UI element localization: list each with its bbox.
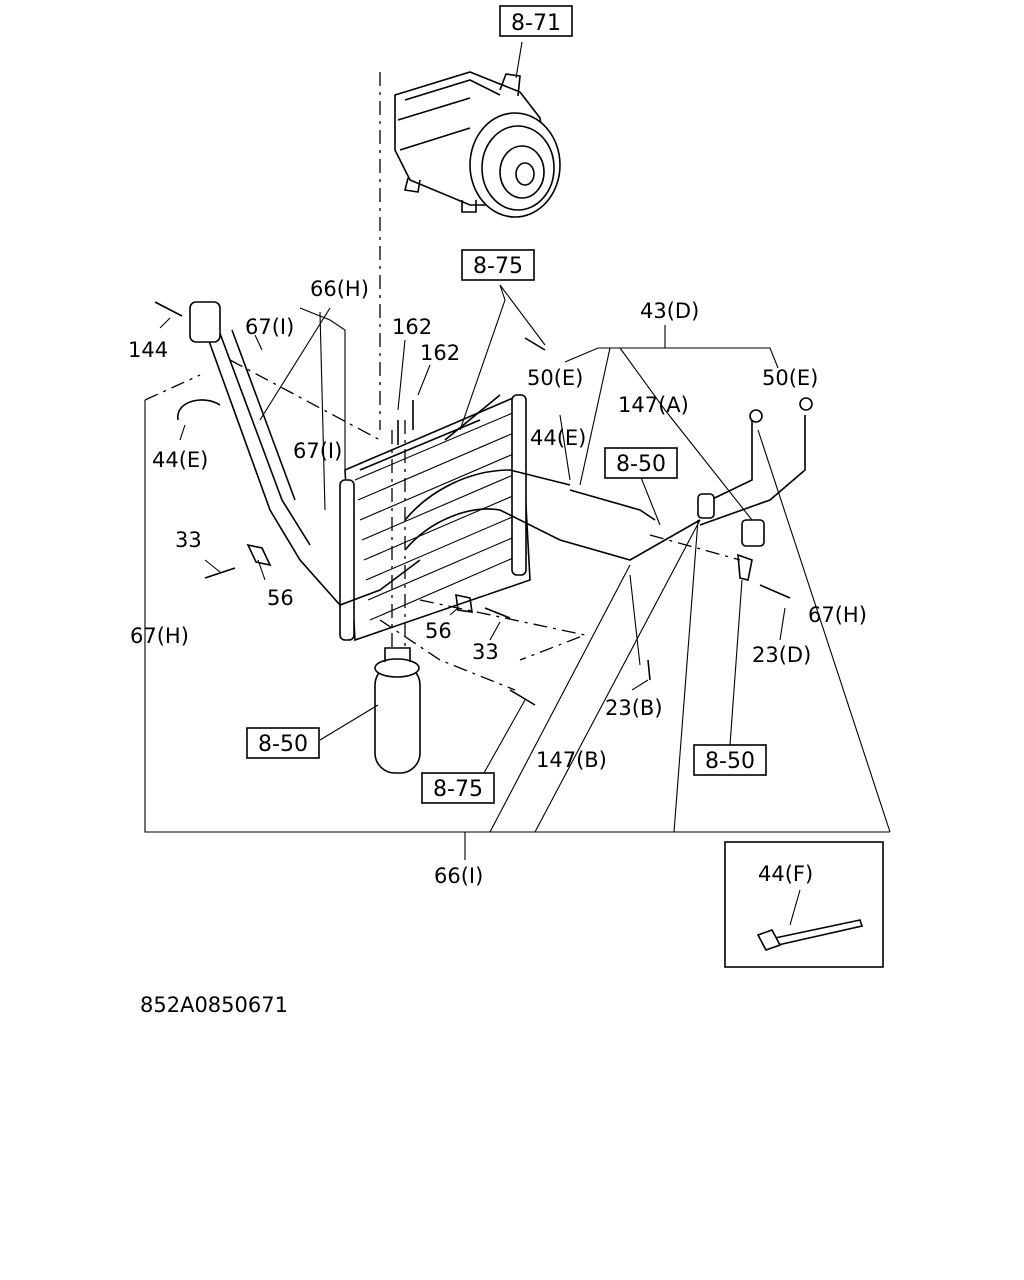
condenser-illustration (339, 393, 531, 642)
ref-label: 8-50 (705, 749, 755, 774)
leader-lines (144, 284, 891, 860)
callout-44E-left: 44(E) (152, 448, 208, 472)
callout-43D: 43(D) (640, 299, 699, 323)
ref-label: 8-50 (258, 732, 308, 757)
callout-44F: 44(F) (758, 862, 813, 886)
drawing-id: 852A0850671 (140, 993, 288, 1017)
callout-50E-right: 50(E) (762, 366, 818, 390)
inset-cable-tie-44F: 44(F) (724, 841, 884, 968)
receiver-drier-illustration (374, 420, 421, 774)
callout-67I-mid: 67(I) (293, 439, 342, 463)
callout-23D: 23(D) (752, 643, 811, 667)
callout-66I: 66(I) (434, 864, 483, 888)
ref-box-8-50-bottom: 8-50 (693, 744, 767, 776)
callout-147B: 147(B) (536, 748, 607, 772)
callout-147A: 147(A) (618, 393, 689, 417)
ref-label: 8-75 (433, 777, 483, 802)
callout-23B: 23(B) (605, 696, 663, 720)
ref-label: 8-71 (511, 11, 561, 36)
callout-50E-mid: 50(E) (527, 366, 583, 390)
ref-label: 8-50 (616, 452, 666, 477)
callout-144: 144 (128, 338, 168, 362)
callout-67I-top: 67(I) (245, 315, 294, 339)
ref-box-8-50-right: 8-50 (604, 447, 678, 479)
assembly-dashed-lines (144, 359, 741, 691)
callout-67H-right: 67(H) (808, 603, 867, 627)
compressor-illustration (379, 41, 561, 430)
callout-44E-mid: 44(E) (530, 426, 586, 450)
ref-box-8-75-top: 8-75 (461, 249, 535, 281)
callout-56-mid: 56 (425, 619, 452, 643)
ref-label: 8-75 (473, 254, 523, 279)
ref-box-8-75-bottom: 8-75 (421, 772, 495, 804)
ref-box-8-71: 8-71 (499, 5, 573, 37)
callout-66H: 66(H) (310, 277, 369, 301)
callout-162-b: 162 (420, 341, 460, 365)
callout-67H-left: 67(H) (130, 624, 189, 648)
callout-162-a: 162 (392, 315, 432, 339)
callout-56-left: 56 (267, 586, 294, 610)
ref-box-8-50-left: 8-50 (246, 727, 320, 759)
callout-33-mid: 33 (472, 640, 499, 664)
callout-33-left: 33 (175, 528, 202, 552)
refrigerant-hoses (154, 301, 813, 706)
